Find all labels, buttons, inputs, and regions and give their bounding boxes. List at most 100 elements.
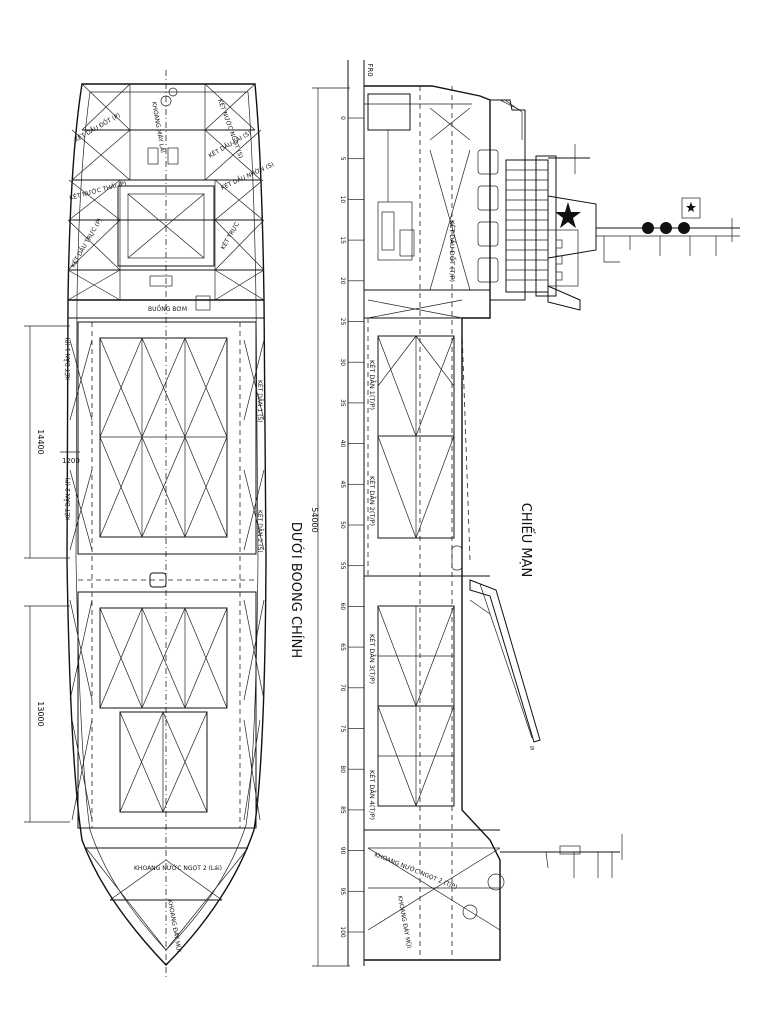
mast-ball-icon xyxy=(678,222,690,234)
side-label: KÉT DẰN 2(T/P) xyxy=(368,476,378,526)
deck-manhole-icon xyxy=(160,95,172,107)
deck-plan xyxy=(24,70,267,980)
deck-tank-cross xyxy=(71,129,262,181)
frame-number: 20 xyxy=(339,277,346,285)
deck-label: KHOANG NƯỚC NGỌT 2 (Lái) xyxy=(134,865,222,872)
side-hold-1 xyxy=(367,318,471,576)
frame-number: 45 xyxy=(339,480,346,488)
side-elevation: 0 5 10 15 20 25 30 35 40 45 50 55 60 65 70 75 80 85 90 95 10… xyxy=(312,60,740,967)
frame-scale: 0 5 10 15 20 25 30 35 40 45 50 55 60 65 70 75 80 85 90 95 10… xyxy=(339,116,364,938)
frame-number: 85 xyxy=(339,806,346,814)
deck-label: KÉT DẦU TRỰC (P) xyxy=(69,217,104,269)
hold-1-hatch xyxy=(99,337,228,538)
deck-title: DƯỚI BOONG CHÍNH xyxy=(288,522,304,658)
deck-dimensions xyxy=(24,325,80,823)
deck-crane xyxy=(469,579,541,743)
mast xyxy=(548,144,740,263)
labels: DƯỚI BOONG CHÍNH CHIẾU MẠN 54000 14400 1… xyxy=(36,63,535,953)
frame-number: 30 xyxy=(339,358,346,366)
mast-ball-icon xyxy=(642,222,654,234)
anchor-icon xyxy=(462,904,478,920)
hold-1-outline xyxy=(77,321,257,555)
side-title: CHIẾU MẠN xyxy=(518,503,535,577)
fr0-label: FR0 xyxy=(366,63,374,76)
ballast-tank-line xyxy=(91,322,241,828)
mast-ball-icon xyxy=(660,222,672,234)
frame-number: 10 xyxy=(339,196,346,204)
flag-icon xyxy=(681,197,701,219)
hold-3-hatch xyxy=(119,711,208,813)
frame-number: 80 xyxy=(339,765,346,773)
hold-2-hatch xyxy=(99,607,228,709)
engine-casing-cross xyxy=(127,193,205,259)
side-label: KÉT DẦU ĐỐT (T/P) xyxy=(448,220,458,282)
side-bulkhead-cross xyxy=(367,299,463,319)
deck-hatch-small xyxy=(167,147,179,165)
frame-number: 75 xyxy=(339,725,346,733)
deck-hull-outline xyxy=(66,83,267,967)
flag-star-icon xyxy=(686,202,696,212)
windlass-icon xyxy=(487,873,505,891)
frame-number: 90 xyxy=(339,847,346,855)
hold-2-grid xyxy=(99,607,228,709)
funnel-star-icon xyxy=(555,202,581,228)
side-label: KÉT DẰN 1(T/P) xyxy=(368,360,378,410)
deck-label: KÉT DẦU ĐỐT (P) xyxy=(73,111,122,144)
overall-dim-label: 54000 xyxy=(310,507,319,532)
ballast-tank-cross xyxy=(69,339,265,821)
frame-number: 5 xyxy=(339,157,346,161)
hold1-dim-label: 14400 xyxy=(36,429,45,454)
hold-1-grid xyxy=(99,337,228,538)
frame-number: 95 xyxy=(339,887,346,895)
side-bow xyxy=(367,834,623,931)
pump-symbol xyxy=(149,275,173,287)
side-hold-2 xyxy=(377,605,455,807)
side-label: KÉT DẰN 3(T/P) xyxy=(368,634,378,684)
rudder-room xyxy=(367,93,411,131)
side-ladder xyxy=(451,545,463,571)
frame-number: 60 xyxy=(339,603,346,611)
side-label: KÉT DẰN 4(T/P) xyxy=(368,770,378,820)
hold-manhole xyxy=(149,572,167,588)
hold-3-grid xyxy=(119,711,208,813)
deck-tank-cross xyxy=(67,269,265,301)
deck-label: BUỒNG BƠM xyxy=(148,304,187,313)
side-label: KHOANG NƯỚC NGỌT 2 (T/P) xyxy=(373,851,458,891)
deck-tank-cross xyxy=(81,83,256,131)
crane-label: SI xyxy=(530,746,535,752)
deck-label: KÉT DẰN 2 (P) xyxy=(64,478,72,520)
deck-bow-cross xyxy=(85,847,249,951)
frame-number: 65 xyxy=(339,643,346,651)
engine-room-cross xyxy=(429,107,471,291)
deckhouse xyxy=(477,99,597,311)
frame-number: 70 xyxy=(339,684,346,692)
frame-number: 100 xyxy=(339,926,346,938)
deck-manhole-icon xyxy=(168,87,178,97)
frame-number: 50 xyxy=(339,521,346,529)
deck-hatch-small xyxy=(147,147,159,165)
frame-number: 35 xyxy=(339,399,346,407)
deck-label: KÉT DẰN 1 (S) xyxy=(256,380,264,423)
deck-tank-cross xyxy=(68,179,264,221)
deck-tank-cross xyxy=(67,219,265,271)
deck-label: KÉT DẰN 1 (P) xyxy=(64,338,72,380)
deck-label: KÉT DẰN 2 (S) xyxy=(256,510,264,553)
frame-number: 0 xyxy=(339,116,346,120)
deck-label: KÉT DẦU NHỜN (S) xyxy=(219,160,275,192)
gap-dim-label: 1200 xyxy=(62,457,80,465)
frame-number: 15 xyxy=(339,236,346,244)
stair-symbol xyxy=(195,295,211,311)
frame-number: 55 xyxy=(339,562,346,570)
side-label: KHOANG ĐÁY MŨI xyxy=(396,895,412,949)
hold-2-outline xyxy=(77,591,257,829)
frame-number: 25 xyxy=(339,318,346,326)
deck-label: KHOANG ĐÁY MŨI xyxy=(166,899,182,953)
main-engine-symbol xyxy=(377,130,415,261)
engine-casing-inner xyxy=(127,193,205,259)
deck-label: KHOANG MÁY LÁI xyxy=(150,101,166,154)
engine-casing xyxy=(117,185,215,267)
side-hull-outline xyxy=(364,85,501,961)
frame-number: 40 xyxy=(339,440,346,448)
hold2-dim-label: 13000 xyxy=(36,701,45,726)
